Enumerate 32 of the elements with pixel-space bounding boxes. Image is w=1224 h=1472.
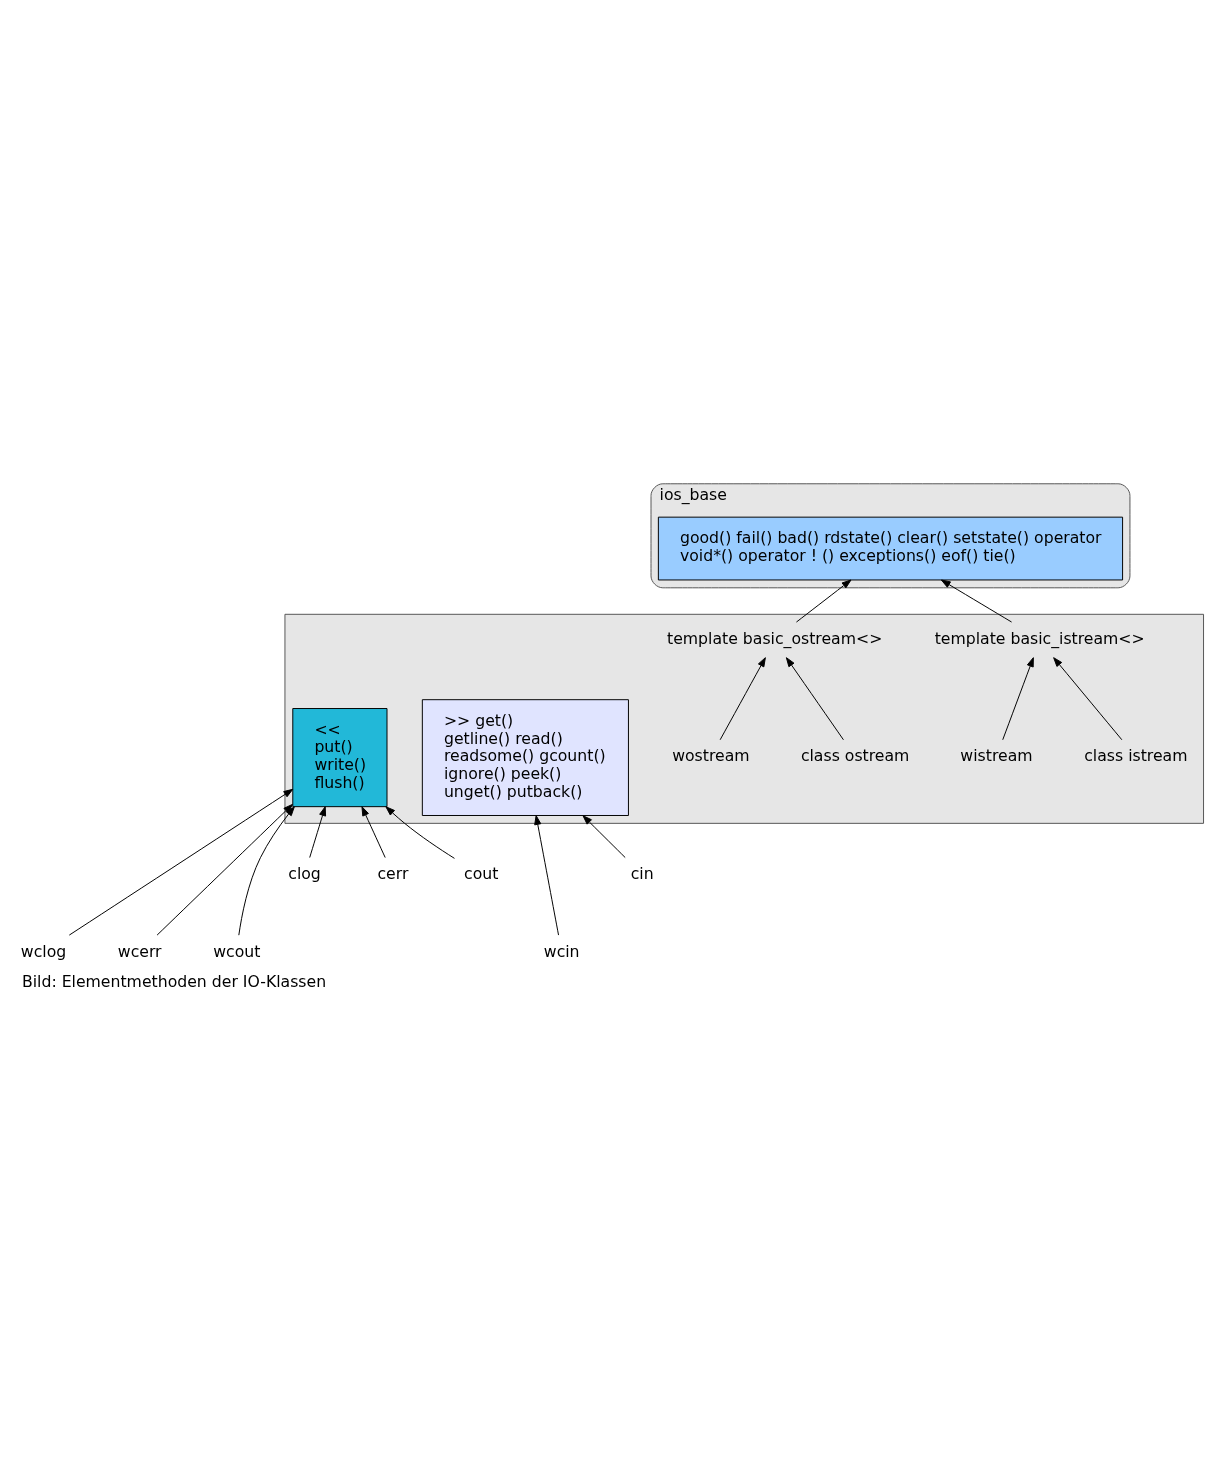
node-text: wistream (960, 746, 1033, 766)
arrow (1053, 657, 1123, 741)
node-text: clog (288, 864, 321, 884)
arrow (795, 579, 852, 623)
node-text: wcin (543, 941, 580, 961)
arrow (534, 815, 560, 936)
node-text: class ostream (800, 746, 910, 766)
arrow (385, 806, 455, 859)
arrow (309, 806, 327, 859)
node-text: wostream (672, 746, 750, 766)
arrow (582, 815, 626, 859)
caption: Bild: Elementmethoden der IO-Klassen (21, 972, 327, 992)
node-text: class istream (1084, 746, 1188, 766)
node-text: wclog (20, 941, 67, 961)
arrow (361, 806, 386, 859)
arrow (238, 806, 295, 936)
node-text: cin (630, 864, 654, 884)
node-text: wcerr (117, 941, 162, 961)
arrow (1002, 657, 1034, 741)
node-box: >> get() getline() read() readsome() gcount() ignore() peek() unget() putback() (421, 699, 629, 816)
node-box: good() fail() bad() rdstate() clear() setstate() operator void*() operator ! () exceptions() eof() tie() (657, 516, 1124, 581)
node-text: wcout (213, 941, 261, 961)
arrow (719, 657, 766, 741)
node-text: cout (464, 864, 499, 884)
arrow (785, 657, 844, 741)
arrow (68, 788, 294, 936)
node-box: << put() write() flush() (292, 708, 388, 808)
arrow (156, 803, 293, 936)
node-text: cerr (377, 864, 409, 884)
node-text: template basic_istream<> (934, 628, 1145, 648)
node-text: template basic_ostream<> (667, 628, 883, 648)
arrow (940, 579, 1013, 623)
